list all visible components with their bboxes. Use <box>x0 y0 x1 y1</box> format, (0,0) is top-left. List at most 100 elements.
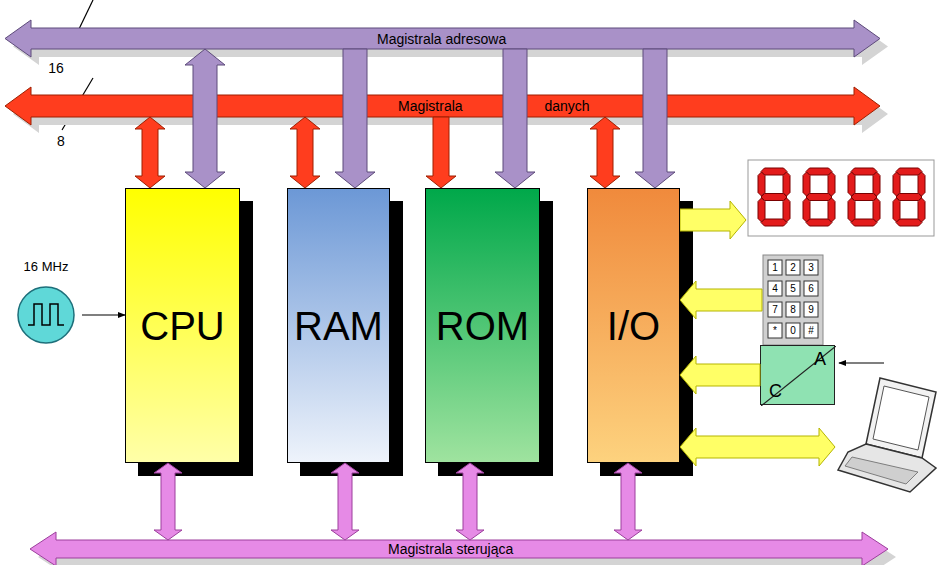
key-label: 0 <box>786 323 800 338</box>
key-label: 7 <box>768 302 782 317</box>
data-bus-link <box>590 117 620 188</box>
display-segment <box>758 172 765 196</box>
ad-converter: AC <box>760 345 835 405</box>
address-bus: Magistrala adresowa <box>5 28 880 49</box>
display-segment <box>848 172 855 196</box>
key-label: 8 <box>786 302 800 317</box>
block-label: I/O <box>607 304 660 348</box>
keypad-body <box>763 255 823 345</box>
keypad-key <box>804 281 818 296</box>
key-label: 9 <box>804 302 818 317</box>
keypad-key <box>786 260 800 275</box>
bus-label: Magistrala danych <box>398 98 590 114</box>
display-segment <box>848 198 855 222</box>
keypad-key <box>786 323 800 338</box>
control-bus: Magistrala sterująca <box>30 540 888 558</box>
keypad-keys <box>768 260 818 338</box>
serial-link-arrow <box>680 428 835 466</box>
key-label: # <box>804 323 818 338</box>
bus-width: 16 <box>45 60 67 76</box>
control-bus-link <box>154 463 182 540</box>
control-bus-link <box>331 463 359 540</box>
display-segment <box>803 198 810 222</box>
keypad-key <box>786 281 800 296</box>
bus-width: 8 <box>53 133 69 149</box>
bus-arrow <box>5 87 880 125</box>
converter-diagonal <box>761 346 836 406</box>
data-bus-link <box>426 117 456 188</box>
oscillator-circle <box>18 287 74 343</box>
keypad-key <box>768 260 782 275</box>
clock-line <box>82 314 125 315</box>
keypad-key <box>804 260 818 275</box>
node-label: 16 MHz <box>10 259 82 275</box>
keypad-key <box>768 281 782 296</box>
ram-block: RAM <box>287 188 390 463</box>
data-bus-link <box>135 117 165 188</box>
display-segment <box>761 194 787 201</box>
io-block: I/O <box>587 188 680 463</box>
bus-label: Magistrala sterująca <box>388 541 513 557</box>
data-bus: Magistrala danych <box>5 95 880 117</box>
display-segment <box>873 198 880 222</box>
laptop-icon <box>838 378 936 492</box>
display-segment <box>761 168 787 175</box>
display-segment <box>893 198 900 222</box>
input-arrow <box>680 281 762 319</box>
node-label: C <box>769 381 782 401</box>
display-segment <box>918 172 925 196</box>
output-arrow <box>680 201 746 239</box>
bus-arrow <box>5 20 880 57</box>
display-segment <box>896 168 922 175</box>
key-label: 6 <box>804 281 818 296</box>
display-segment <box>803 172 810 196</box>
key-label: 3 <box>804 260 818 275</box>
key-label: 4 <box>768 281 782 296</box>
node-label: A <box>814 349 826 369</box>
analog-input-line <box>839 362 884 363</box>
display-segment <box>758 198 765 222</box>
control-bus-link <box>614 463 642 540</box>
data-bus-link <box>290 117 320 188</box>
bus-label: Magistrala adresowa <box>377 31 506 47</box>
converter-link <box>680 356 760 394</box>
display-segment <box>896 219 922 226</box>
key-label: * <box>768 323 782 338</box>
keypad-key <box>804 323 818 338</box>
rom-block: ROM <box>425 188 540 463</box>
block-label: CPU <box>140 304 224 348</box>
keypad-key <box>768 323 782 338</box>
key-label: 1 <box>768 260 782 275</box>
display-segment <box>783 172 790 196</box>
control-bus-link <box>456 463 484 540</box>
display-segment <box>806 168 832 175</box>
clock-generator: 16 MHz <box>10 255 82 347</box>
display-segment <box>896 194 922 201</box>
display-frame <box>748 160 934 236</box>
display-segment <box>783 198 790 222</box>
keypad-key <box>768 302 782 317</box>
keypad-key <box>804 302 818 317</box>
display-segment <box>851 194 877 201</box>
display-segment <box>851 168 877 175</box>
display-segment <box>873 172 880 196</box>
display-segment <box>828 198 835 222</box>
bus-arrow <box>30 532 888 565</box>
keypad-key <box>786 302 800 317</box>
block-label: ROM <box>436 304 529 348</box>
display-segment <box>851 219 877 226</box>
square-wave <box>28 304 64 325</box>
display-segment <box>761 219 787 226</box>
block-label: RAM <box>294 304 383 348</box>
key-label: 5 <box>786 281 800 296</box>
cpu-block: CPU <box>125 188 240 463</box>
display-segment <box>918 198 925 222</box>
display-segment <box>806 219 832 226</box>
seven-segment-display <box>758 168 925 226</box>
display-segment <box>806 194 832 201</box>
key-label: 2 <box>786 260 800 275</box>
display-segment <box>893 172 900 196</box>
display-segment <box>828 172 835 196</box>
